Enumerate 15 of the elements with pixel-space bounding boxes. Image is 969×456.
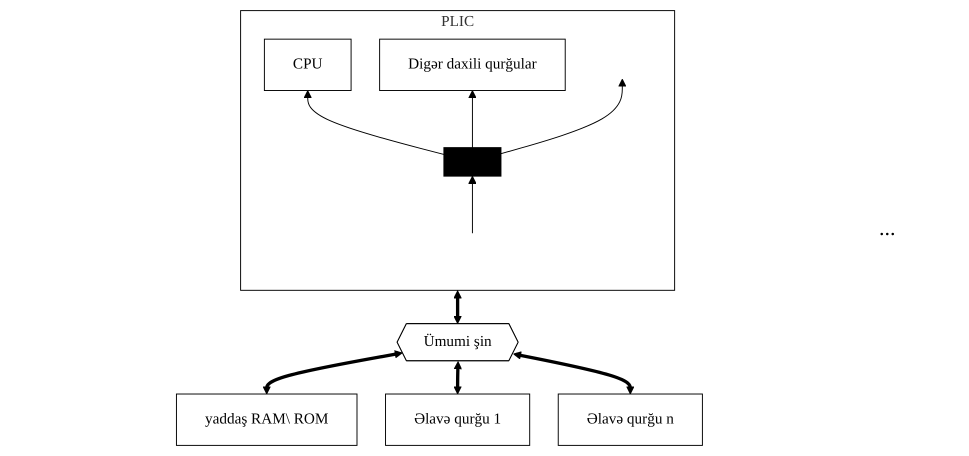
ellipsis-label: ... — [879, 215, 896, 241]
node-box: Əlavə qurğu n — [558, 394, 703, 446]
arrow — [500, 78, 627, 154]
node-box: CPU — [264, 38, 352, 91]
arrow — [304, 90, 444, 155]
node-box: Digər daxili qurğular — [379, 38, 566, 91]
arrow — [454, 361, 462, 394]
arrow — [468, 176, 477, 234]
node-box: yaddaş RAM\ ROM — [176, 394, 358, 446]
arrow — [454, 290, 462, 324]
node-box: Əlavə qurğu 1 — [385, 394, 530, 446]
arrow — [513, 351, 635, 394]
node-bar — [443, 147, 502, 177]
arrow — [262, 350, 403, 394]
arrow — [468, 90, 477, 148]
